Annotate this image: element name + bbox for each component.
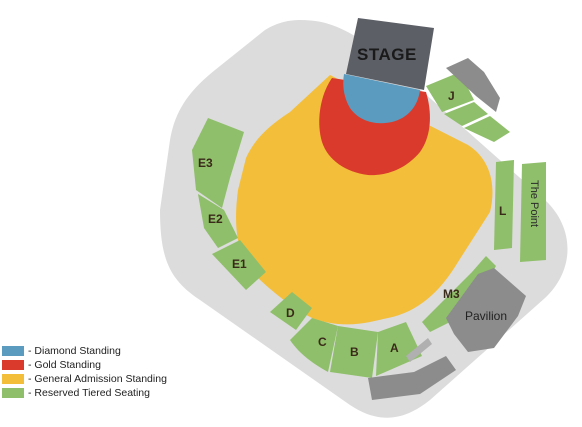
section-A-label: A <box>390 341 399 355</box>
section-J-label: J <box>448 89 455 103</box>
section-L-label: L <box>499 204 506 218</box>
legend: - Diamond Standing - Gold Standing - Gen… <box>2 344 202 400</box>
section-E3[interactable] <box>192 118 244 208</box>
section-D-label: D <box>286 306 295 320</box>
section-M3-label: M3 <box>443 287 460 301</box>
legend-swatch-general-admission <box>2 374 24 384</box>
section-A[interactable] <box>376 322 422 376</box>
legend-label-gold: - Gold Standing <box>28 359 101 371</box>
section-C[interactable] <box>290 318 338 372</box>
pavilion-label: Pavilion <box>465 309 507 323</box>
general-admission-floor[interactable] <box>236 75 493 325</box>
legend-swatch-diamond <box>2 346 24 356</box>
pavilion-building <box>446 268 526 352</box>
legend-swatch-gold <box>2 360 24 370</box>
section-D[interactable] <box>270 292 312 330</box>
service-building-north <box>446 58 500 112</box>
legend-swatch-reserved <box>2 388 24 398</box>
legend-label-reserved: - Reserved Tiered Seating <box>28 387 150 399</box>
legend-label-diamond: - Diamond Standing <box>28 345 121 357</box>
section-C-label: C <box>318 335 327 349</box>
section-E2[interactable] <box>198 194 238 248</box>
service-building-south <box>368 356 456 400</box>
legend-item-reserved: - Reserved Tiered Seating <box>2 386 202 400</box>
section-B-label: B <box>350 345 359 359</box>
legend-label-general-admission: - General Admission Standing <box>28 373 167 385</box>
stage <box>346 18 434 90</box>
stage-label: STAGE <box>357 45 417 64</box>
section-B[interactable] <box>330 326 378 378</box>
section-E2-label: E2 <box>208 212 223 226</box>
section-E1-label: E1 <box>232 257 247 271</box>
section-E1[interactable] <box>212 240 266 290</box>
legend-item-diamond: - Diamond Standing <box>2 344 202 358</box>
section-J-lower-2[interactable] <box>464 116 510 142</box>
section-the-point-label: The Point <box>528 180 540 227</box>
section-J-lower-1[interactable] <box>444 102 488 126</box>
legend-item-general-admission: - General Admission Standing <box>2 372 202 386</box>
section-L[interactable] <box>494 160 514 250</box>
diamond-standing-area[interactable] <box>343 74 420 124</box>
walkway <box>406 338 432 362</box>
legend-item-gold: - Gold Standing <box>2 358 202 372</box>
section-the-point[interactable] <box>520 162 546 262</box>
section-E3-label: E3 <box>198 156 213 170</box>
